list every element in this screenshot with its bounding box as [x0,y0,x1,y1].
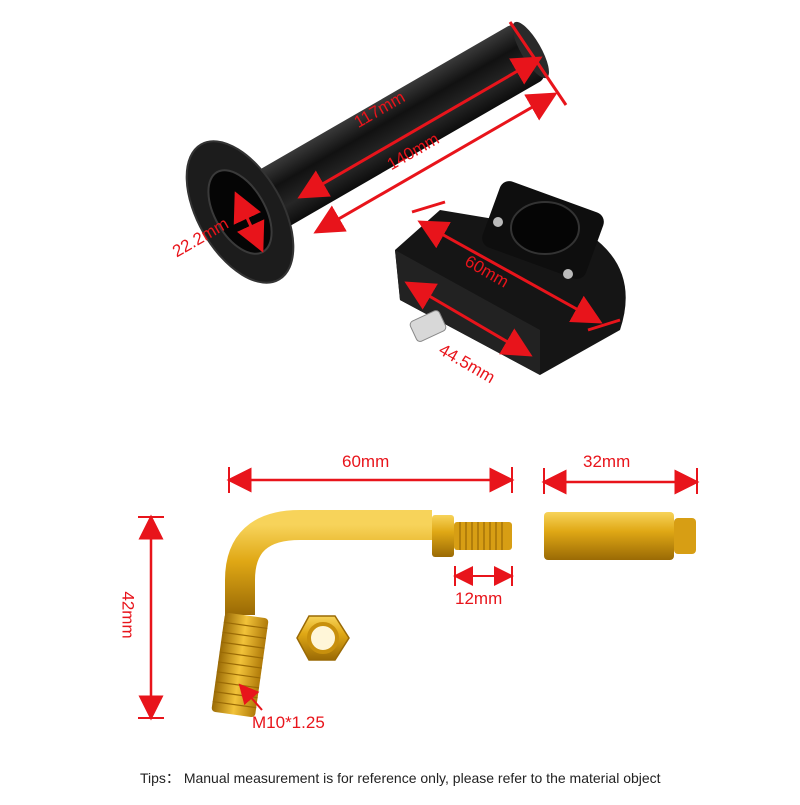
elbow-height-label: 42mm [118,591,138,639]
hex-nut [296,615,350,661]
throttle-tube [185,21,568,284]
extension-length-label: 32mm [583,452,631,471]
cable-elbow [138,467,515,721]
thread-length-label: 12mm [455,589,503,608]
thread-spec-label: M10*1.25 [252,713,325,732]
measurement-disclaimer: Tips： Manual measurement is for referenc… [140,770,661,786]
throttle-housing [395,181,626,375]
elbow-length-label: 60mm [342,452,390,471]
extension-nut [541,468,700,560]
